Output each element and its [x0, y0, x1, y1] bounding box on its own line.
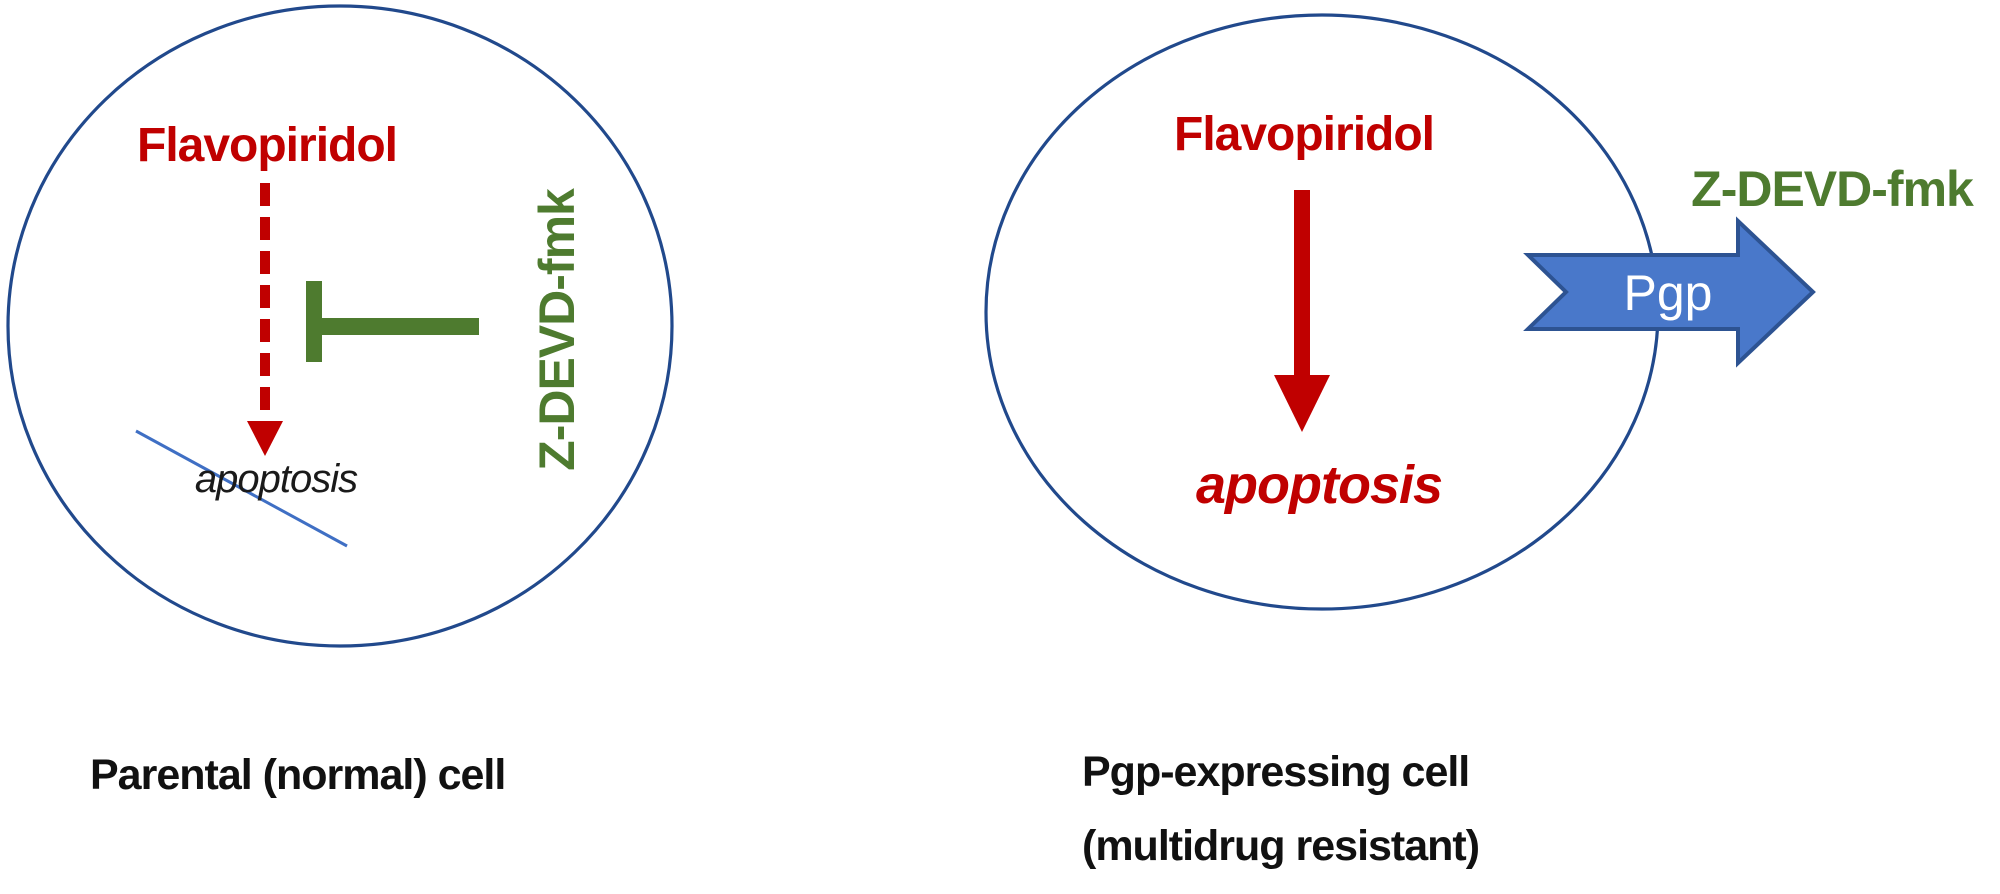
apoptosis-arrow [1274, 190, 1330, 432]
drug-label-right: Flavopiridol [1173, 108, 1435, 161]
inhibition-tbar [306, 281, 479, 362]
drug-label-left: Flavopiridol [136, 119, 398, 172]
caption-right-line2: (multidrug resistant) [1082, 822, 1480, 870]
inhibition-tbar-stem [306, 318, 479, 335]
pgp-efflux-arrow [1523, 216, 1816, 368]
inhibitor-label-left: Z-DEVD-fmk [528, 189, 585, 471]
outcome-label-right: apoptosis [1195, 455, 1443, 515]
caption-right-line1: Pgp-expressing cell [1082, 748, 1470, 796]
pump-label: Pgp [1623, 264, 1713, 321]
apoptosis-strikethrough-line [135, 429, 348, 548]
blocked-apoptosis-arrow [247, 183, 283, 456]
apoptosis-arrowhead [1274, 375, 1330, 432]
inhibitor-label-right: Z-DEVD-fmk [1691, 161, 1974, 217]
blocked-apoptosis-arrowhead [247, 421, 283, 456]
outcome-label-left: apoptosis [194, 457, 358, 501]
caption-left: Parental (normal) cell [90, 751, 506, 799]
